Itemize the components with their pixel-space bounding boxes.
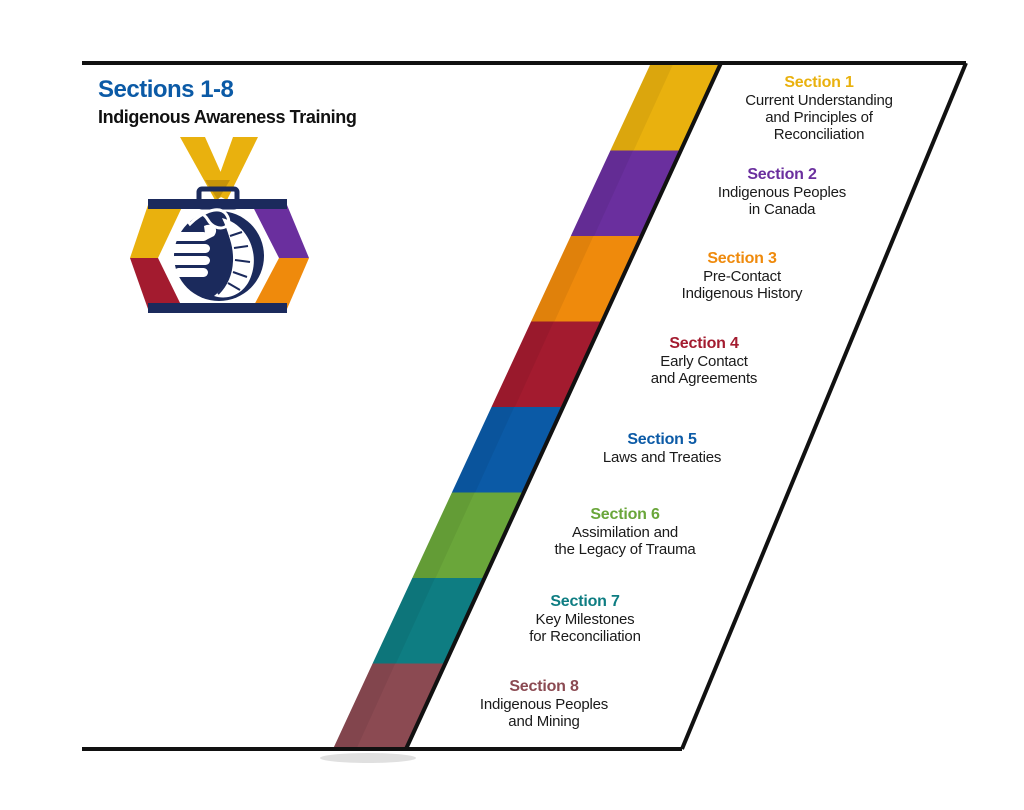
stripe-band-section-7 [372, 578, 485, 664]
section-desc-1-line-1: Current Understanding [745, 92, 893, 109]
hand-finger-3 [170, 256, 210, 265]
frame-right-line [680, 62, 968, 750]
stripe-band-shade-4 [491, 321, 554, 407]
infinity-loop [185, 208, 231, 230]
frame-left-divider [404, 62, 723, 750]
stripe-shadow [320, 753, 416, 763]
hex-segment-purple [252, 205, 309, 258]
section-desc-7-line-1: Key Milestones [535, 611, 635, 628]
color-stripe [333, 65, 721, 749]
section-desc-3-line-1: Pre-Contact [703, 268, 781, 285]
section-desc-7-line-2: for Reconciliation [529, 628, 641, 645]
section-label-5: Section 5 Laws and Treaties [552, 431, 772, 466]
section-desc-6-line-2: the Legacy of Trauma [554, 541, 696, 558]
hex-segment-orange [252, 258, 309, 309]
hex-segment-gold [130, 205, 183, 258]
section-desc-6-line-1: Assimilation and [571, 524, 679, 541]
section-label-3: Section 3 Pre-Contact Indigenous History [632, 250, 852, 302]
stripe-band-section-8 [333, 663, 446, 749]
stripe-band-shade-3 [531, 236, 594, 322]
section-desc-5-line-1: Laws and Treaties [602, 449, 722, 466]
section-title-2: Section 2 [747, 166, 817, 183]
stripe-band-shade-6 [412, 492, 475, 578]
section-label-7: Section 7 Key Milestones for Reconciliat… [475, 593, 695, 645]
stripe-band-shade-7 [372, 578, 435, 664]
stripe-band-section-3 [531, 236, 643, 322]
section-label-2: Section 2 Indigenous Peoples in Canada [672, 166, 892, 218]
hex-segment-red [130, 258, 183, 309]
section-label-6: Section 6 Assimilation and the Legacy of… [515, 506, 735, 558]
heading-title: Sections 1-8 [98, 76, 234, 103]
section-desc-1-line-2: and Principles of [765, 109, 873, 126]
stripe-band-section-4 [491, 321, 603, 407]
stripe-band-section-2 [570, 150, 682, 236]
section-title-8: Section 8 [509, 678, 579, 695]
hex-bar-top [148, 199, 287, 209]
stripe-band-shade-8 [333, 663, 396, 749]
section-title-1: Section 1 [784, 74, 854, 91]
section-title-6: Section 6 [590, 506, 660, 523]
hex-bar-bottom [148, 303, 287, 313]
hand-thumb [204, 224, 217, 240]
feather-spine [217, 223, 233, 295]
hand-finger-2 [168, 244, 210, 253]
hand-finger-1 [172, 232, 208, 241]
section-label-4: Section 4 Early Contact and Agreements [594, 335, 814, 387]
section-desc-4-line-2: and Agreements [650, 370, 758, 387]
section-desc-8-line-2: and Mining [508, 713, 580, 730]
section-desc-1-line-3: Reconciliation [773, 126, 865, 143]
stripe-band-section-5 [451, 407, 564, 493]
section-label-8: Section 8 Indigenous Peoples and Mining [434, 678, 654, 730]
hand-finger-4 [174, 268, 208, 277]
stripe-band-shade-5 [451, 407, 515, 493]
section-desc-3-line-2: Indigenous History [681, 285, 803, 302]
feather-shape [214, 218, 254, 298]
feather-barbs [227, 231, 251, 291]
section-title-4: Section 4 [669, 335, 739, 352]
section-desc-2-line-1: Indigenous Peoples [717, 184, 847, 201]
stripe-band-section-1 [610, 65, 721, 151]
section-title-5: Section 5 [627, 431, 697, 448]
heading-block: Sections 1-8 Indigenous Awareness Traini… [98, 76, 357, 128]
section-label-1: Section 1 Current Understanding and Prin… [709, 74, 929, 143]
section-desc-8-line-1: Indigenous Peoples [479, 696, 609, 713]
stripe-band-shade-2 [570, 150, 634, 236]
medal-hand-feather-icon [130, 137, 309, 313]
section-title-3: Section 3 [707, 250, 777, 267]
stripe-band-shade-1 [610, 65, 673, 151]
section-desc-2-line-2: in Canada [748, 201, 816, 218]
section-title-7: Section 7 [550, 593, 620, 610]
heading-subtitle: Indigenous Awareness Training [98, 107, 357, 127]
section-desc-4-line-1: Early Contact [660, 353, 748, 370]
stripe-band-section-6 [412, 492, 525, 578]
